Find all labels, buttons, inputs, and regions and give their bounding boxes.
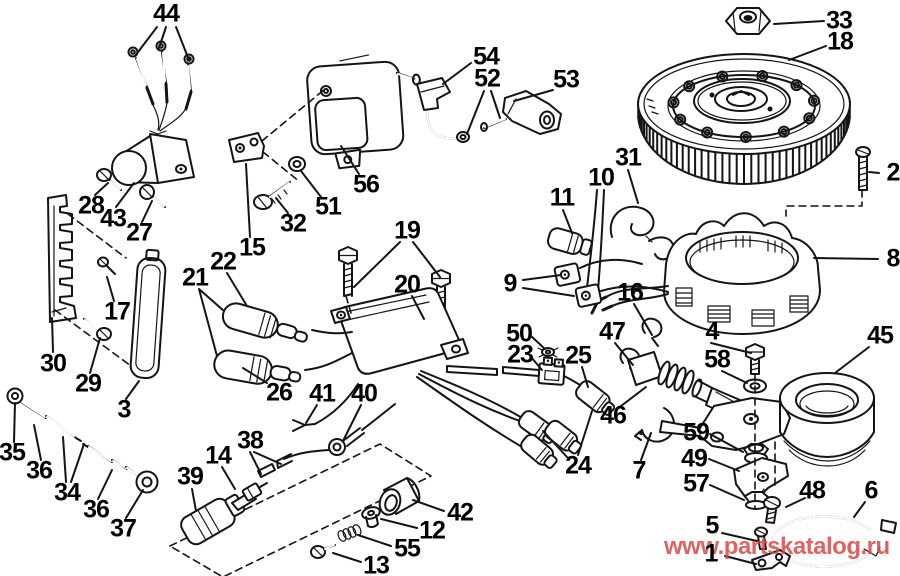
clip-bracket-drawing [47, 194, 167, 380]
callout-17: 17 [104, 297, 131, 326]
callout-23: 23 [507, 340, 534, 369]
ring-terminals-drawing [292, 383, 396, 456]
callout-47: 47 [599, 317, 626, 346]
callout-1: 1 [704, 539, 719, 568]
callout-20: 20 [394, 270, 421, 299]
callout-56: 56 [353, 170, 380, 199]
leader-lines [13, 20, 880, 565]
callout-37: 37 [110, 514, 137, 543]
callout-25: 25 [565, 341, 592, 370]
stator-bolt-drawing [855, 146, 871, 191]
watermark: www.partskatalog.ru [664, 533, 890, 560]
callout-16: 16 [617, 278, 644, 307]
retainer-ring-drawing [751, 515, 897, 571]
callout-2: 2 [886, 158, 900, 187]
callout-36: 36 [83, 495, 110, 524]
wiring-harness-drawing [416, 347, 616, 469]
callout-6: 6 [864, 476, 879, 505]
callout-26: 26 [266, 378, 293, 407]
callout-41: 41 [309, 379, 336, 408]
callout-4: 4 [705, 317, 720, 346]
callout-22: 22 [210, 247, 237, 276]
callout-44: 44 [153, 0, 180, 28]
callout-39: 39 [177, 462, 204, 491]
callout-19: 19 [394, 216, 421, 245]
callout-29: 29 [75, 369, 102, 398]
callout-54: 54 [473, 42, 500, 71]
timing-sensor-drawing [627, 351, 741, 443]
callout-55: 55 [394, 534, 421, 563]
stator-drawing [553, 212, 821, 335]
flywheel-nut-drawing [725, 7, 771, 35]
callout-48: 48 [799, 476, 826, 505]
stop-switch-assembly-drawing [169, 443, 432, 576]
callout-59: 59 [683, 418, 710, 447]
lead-wires-drawing [127, 40, 195, 132]
flywheel-drawing [637, 53, 851, 185]
throttle-linkage-drawing [6, 387, 159, 494]
callout-35: 35 [0, 438, 26, 467]
callout-34: 34 [54, 478, 81, 507]
ignition-coil-drawing [306, 54, 421, 170]
callout-30: 30 [40, 349, 67, 378]
spark-plug-boot-drawing [416, 77, 470, 143]
callout-21: 21 [182, 263, 209, 292]
callout-10: 10 [588, 163, 615, 192]
callout-18: 18 [827, 27, 854, 56]
callout-33: 33 [826, 6, 853, 35]
callout-27: 27 [126, 218, 153, 247]
callout-57: 57 [683, 469, 710, 498]
callout-28: 28 [78, 191, 105, 220]
callout-3: 3 [117, 395, 132, 424]
timer-base-drawing [659, 343, 875, 524]
callout-52: 52 [474, 64, 501, 93]
callout-5: 5 [705, 511, 720, 540]
callout-24: 24 [565, 451, 592, 480]
callout-53: 53 [553, 65, 580, 94]
callout-14: 14 [205, 441, 232, 470]
callout-13: 13 [363, 551, 390, 576]
retainer-clip-drawing [228, 132, 306, 210]
callout-51: 51 [315, 192, 342, 221]
callout-15: 15 [239, 233, 266, 262]
callout-46: 46 [600, 401, 627, 430]
callout-36: 36 [26, 456, 53, 485]
callout-38: 38 [237, 426, 264, 455]
assembly-dashed-lines [54, 88, 863, 509]
callout-31: 31 [615, 143, 642, 172]
callout-11: 11 [549, 183, 575, 212]
callout-12: 12 [419, 516, 446, 545]
callout-50: 50 [506, 319, 533, 348]
power-pack-drawing [330, 246, 469, 375]
panel-drawing [129, 248, 167, 380]
sensor-coil-drawing [96, 130, 195, 208]
callout-49: 49 [681, 444, 708, 473]
callout-43: 43 [100, 204, 127, 233]
callout-42: 42 [447, 498, 474, 527]
callout-32: 32 [280, 209, 307, 238]
callout-58: 58 [704, 345, 731, 374]
callout-45: 45 [867, 321, 894, 350]
callout-8: 8 [886, 244, 900, 273]
callout-7: 7 [632, 456, 647, 485]
callout-40: 40 [351, 379, 378, 408]
callout-9: 9 [503, 269, 518, 298]
